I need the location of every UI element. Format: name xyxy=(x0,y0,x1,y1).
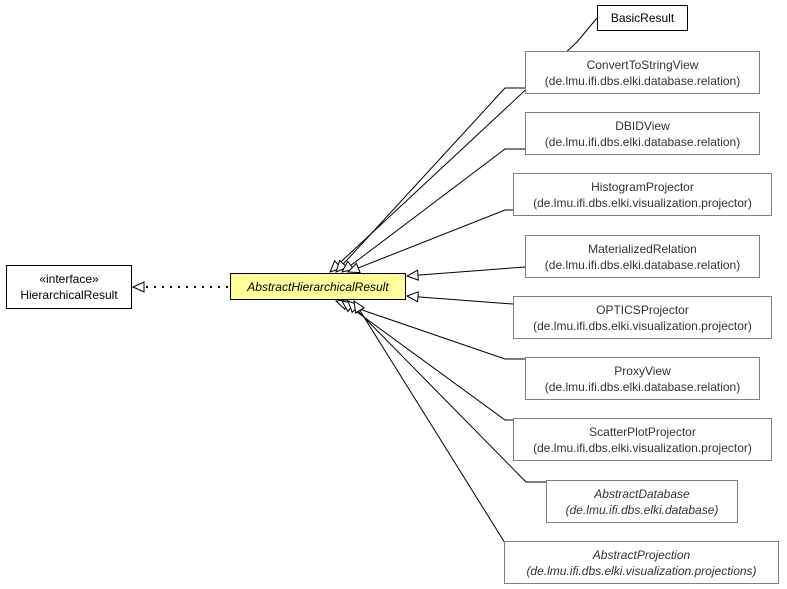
center-class-name: AbstractHierarchicalResult xyxy=(247,279,389,294)
class-name: MaterializedRelation xyxy=(588,241,697,256)
class-package: (de.lmu.ifi.dbs.elki.visualization.proje… xyxy=(533,440,752,455)
generalization-edge-7 xyxy=(346,304,525,360)
class-opticsprojector[interactable]: OPTICSProjector(de.lmu.ifi.dbs.elki.visu… xyxy=(513,296,772,339)
class-package: (de.lmu.ifi.dbs.elki.database) xyxy=(565,502,719,517)
class-name: ProxyView xyxy=(614,363,671,378)
realization-arrowhead xyxy=(131,281,145,293)
class-dbidview[interactable]: DBIDView(de.lmu.ifi.dbs.elki.database.re… xyxy=(525,112,760,155)
generalization-edge-8 xyxy=(350,307,513,421)
generalization-edge-6-arrowhead xyxy=(405,291,419,303)
class-package: (de.lmu.ifi.dbs.elki.database.relation) xyxy=(544,134,741,149)
class-name: AbstractDatabase xyxy=(594,486,690,501)
class-package: (de.lmu.ifi.dbs.elki.visualization.proje… xyxy=(533,195,752,210)
class-abstract-hierarchical-result[interactable]: AbstractHierarchicalResult xyxy=(230,273,406,300)
generalization-edge-1 xyxy=(337,17,598,265)
generalization-edge-10-arrowhead xyxy=(353,299,365,314)
class-package: (de.lmu.ifi.dbs.elki.database.relation) xyxy=(544,257,741,272)
class-package: (de.lmu.ifi.dbs.elki.database.relation) xyxy=(544,73,741,88)
generalization-edge-5-arrowhead xyxy=(405,269,419,281)
class-scatter-plot-projector[interactable]: ScatterPlotProjector(de.lmu.ifi.dbs.elki… xyxy=(513,418,772,461)
class-proxy-view[interactable]: ProxyView(de.lmu.ifi.dbs.elki.database.r… xyxy=(525,357,760,400)
interface-stereotype: «interface» xyxy=(39,272,99,286)
class-name: ConvertToStringView xyxy=(586,57,699,72)
generalization-edge-4 xyxy=(358,209,513,269)
class-name: ScatterPlotProjector xyxy=(589,424,696,439)
class-basic-result[interactable]: BasicResult xyxy=(597,5,688,31)
class-name: OPTICSProjector xyxy=(596,302,689,317)
generalization-edge-2 xyxy=(343,87,525,265)
class-name: BasicResult xyxy=(610,11,675,25)
class-convert-to-string-view[interactable]: ConvertToStringView(de.lmu.ifi.dbs.elki.… xyxy=(525,51,760,94)
interface-hierarchical-result[interactable]: «interface» HierarchicalResult xyxy=(6,265,132,309)
class-name: AbstractProjection xyxy=(592,547,691,562)
interface-name: HierarchicalResult xyxy=(20,288,118,302)
class-name: DBIDView xyxy=(615,118,670,133)
class-materialized-relation[interactable]: MaterializedRelation(de.lmu.ifi.dbs.elki… xyxy=(525,235,760,278)
generalization-edge-10 xyxy=(359,310,506,544)
generalization-edge-2-arrowhead xyxy=(335,259,349,273)
class-histogram-projector[interactable]: HistogramProjector(de.lmu.ifi.dbs.elki.v… xyxy=(513,173,772,216)
generalization-edge-3 xyxy=(350,148,525,266)
class-package: (de.lmu.ifi.dbs.elki.visualization.proje… xyxy=(533,318,752,333)
class-package: (de.lmu.ifi.dbs.elki.database.relation) xyxy=(544,379,741,394)
generalization-edge-9 xyxy=(355,308,546,483)
class-name: HistogramProjector xyxy=(591,179,694,194)
class-abstract-projection[interactable]: AbstractProjection(de.lmu.ifi.dbs.elki.v… xyxy=(504,541,779,584)
generalization-edge-6 xyxy=(417,296,514,305)
class-abstract-database[interactable]: AbstractDatabase(de.lmu.ifi.dbs.elki.dat… xyxy=(546,480,738,523)
class-package: (de.lmu.ifi.dbs.elki.visualization.proje… xyxy=(526,563,757,578)
generalization-edge-5 xyxy=(417,266,526,276)
